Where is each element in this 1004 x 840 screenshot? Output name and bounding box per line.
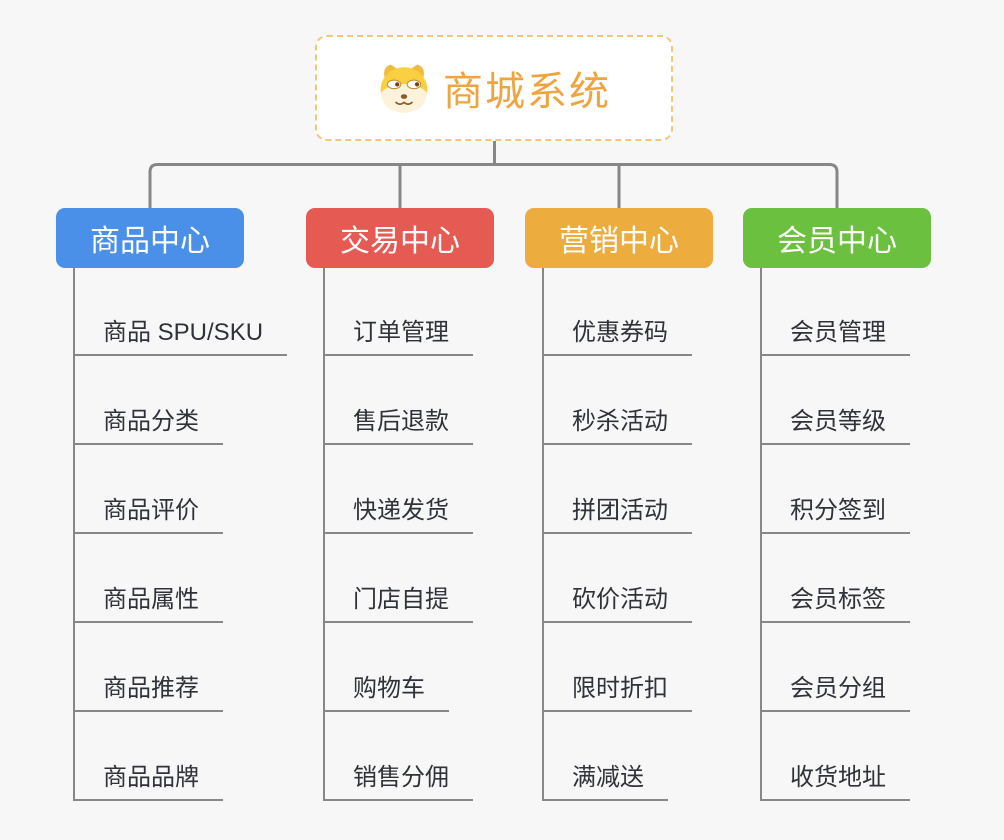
- branch-trunk-line: [542, 268, 544, 801]
- mindmap-item[interactable]: 收货地址: [760, 763, 910, 801]
- mindmap-item[interactable]: 会员等级: [760, 407, 910, 445]
- mindmap-item[interactable]: 销售分佣: [323, 763, 473, 801]
- mindmap-item[interactable]: 会员管理: [760, 318, 910, 356]
- branch-member-center[interactable]: 会员中心: [743, 208, 931, 268]
- mindmap-item[interactable]: 拼团活动: [542, 496, 692, 534]
- mindmap-item[interactable]: 商品属性: [73, 585, 223, 623]
- branch-trunk-line: [73, 268, 75, 801]
- root-title: 商城系统: [443, 70, 611, 114]
- branch-product-center[interactable]: 商品中心: [56, 208, 244, 268]
- mindmap-item[interactable]: 会员分组: [760, 674, 910, 712]
- mindmap-item[interactable]: 秒杀活动: [542, 407, 692, 445]
- mindmap-item[interactable]: 商品评价: [73, 496, 223, 534]
- mindmap-item[interactable]: 限时折扣: [542, 674, 692, 712]
- mindmap-item[interactable]: 满减送: [542, 763, 668, 801]
- root-node[interactable]: 商城系统: [315, 35, 673, 141]
- branch-trade-center[interactable]: 交易中心: [306, 208, 494, 268]
- dog-face-icon: [377, 62, 431, 114]
- mindmap-item[interactable]: 优惠券码: [542, 318, 692, 356]
- mindmap-item[interactable]: 售后退款: [323, 407, 473, 445]
- mindmap-item[interactable]: 砍价活动: [542, 585, 692, 623]
- branch-marketing-center[interactable]: 营销中心: [525, 208, 713, 268]
- mindmap-item[interactable]: 商品分类: [73, 407, 223, 445]
- mindmap-item[interactable]: 商品 SPU/SKU: [73, 318, 288, 356]
- mindmap-item[interactable]: 积分签到: [760, 496, 910, 534]
- mindmap-item[interactable]: 商品品牌: [73, 763, 223, 801]
- mindmap-item[interactable]: 快递发货: [323, 496, 473, 534]
- branch-trunk-line: [760, 268, 762, 801]
- mindmap-item[interactable]: 订单管理: [323, 318, 473, 356]
- branch-trunk-line: [323, 268, 325, 801]
- mindmap-item[interactable]: 商品推荐: [73, 674, 223, 712]
- mindmap-item[interactable]: 门店自提: [323, 585, 473, 623]
- mindmap-item[interactable]: 购物车: [323, 674, 449, 712]
- mindmap-item[interactable]: 会员标签: [760, 585, 910, 623]
